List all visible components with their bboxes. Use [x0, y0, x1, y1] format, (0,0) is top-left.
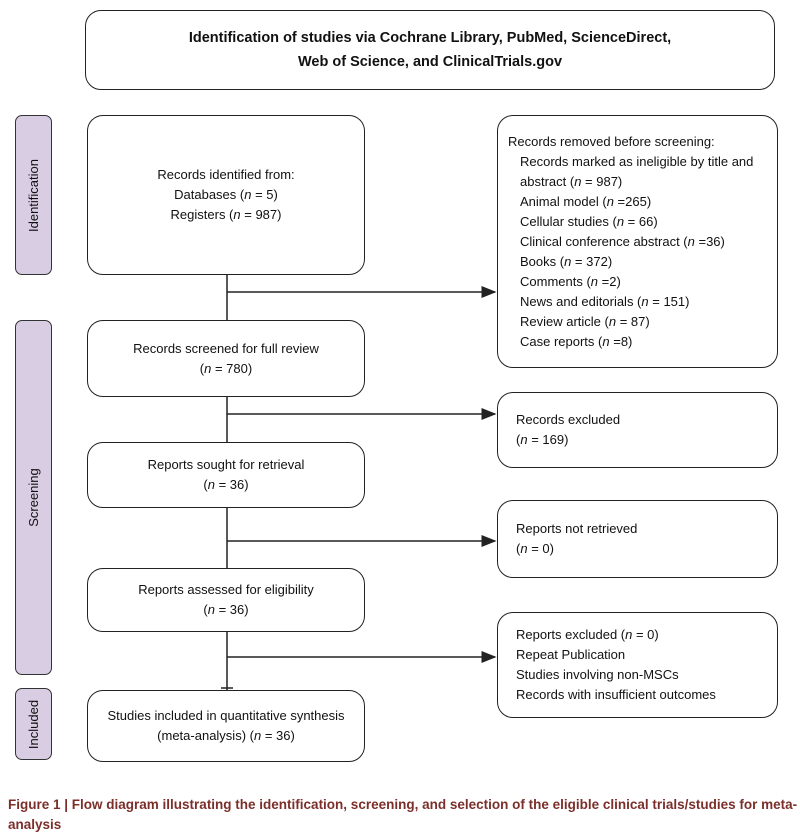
box-text: Studies involving non-MSCs: [516, 667, 679, 682]
figure-caption: Figure 1 | Flow diagram illustrating the…: [8, 797, 798, 832]
records-excluded-box: Records excluded (n = 169): [497, 392, 778, 468]
removed-item: Case reports (n =8): [520, 333, 633, 349]
box-text: (n = 36): [203, 477, 249, 492]
reports-assessed-box: Reports assessed for eligibility (n = 36…: [87, 568, 365, 632]
removed-item: Animal model (n =265): [520, 193, 652, 209]
phase-label: Screening: [26, 468, 42, 527]
phase-included: Included: [15, 688, 52, 760]
studies-included-box: Studies included in quantitative synthes…: [87, 690, 365, 762]
removed-item: News and editorials (n = 151): [520, 293, 690, 309]
phase-label: Included: [26, 699, 41, 749]
box-text: Reports not retrieved: [516, 521, 638, 536]
records-screened-box: Records screened for full review (n = 78…: [87, 320, 365, 397]
removed-item: Review article (n = 87): [520, 313, 650, 329]
box-text: Registers (n = 987): [170, 207, 282, 222]
records-removed-box: Records removed before screening: Record…: [497, 115, 778, 368]
phase-identification: Identification: [15, 115, 52, 275]
box-text: Reports assessed for eligibility: [138, 582, 314, 597]
removed-item: Comments (n =2): [520, 273, 621, 289]
box-text: Reports excluded (n = 0): [516, 627, 659, 642]
box-text: (n = 0): [516, 541, 554, 556]
box-text: (n = 169): [516, 432, 569, 447]
box-text: (meta-analysis) (n = 36): [157, 728, 295, 743]
box-text: Reports sought for retrieval: [147, 457, 305, 472]
reports-sought-box: Reports sought for retrieval (n = 36): [87, 442, 365, 508]
box-text: Records identified from:: [157, 167, 295, 182]
box-text: Records with insufficient outcomes: [516, 687, 716, 702]
removed-item: Clinical conference abstract (n =36): [520, 233, 725, 249]
removed-item: abstract (n = 987): [520, 173, 623, 189]
reports-not-retrieved-box: Reports not retrieved (n = 0): [497, 500, 778, 578]
phase-screening: Screening: [15, 320, 52, 675]
box-text: Studies included in quantitative synthes…: [107, 708, 345, 723]
box-text: Records screened for full review: [133, 340, 319, 356]
reports-excluded-box: Reports excluded (n = 0) Repeat Publicat…: [497, 612, 778, 718]
box-text: Records excluded: [516, 412, 621, 427]
box-text: (n = 36): [203, 602, 249, 617]
source-header-box: Identification of studies via Cochrane L…: [85, 10, 775, 90]
box-text: Databases (n = 5): [174, 187, 278, 202]
removed-item: Records marked as ineligible by title an…: [520, 153, 754, 169]
header-line1: Identification of studies via Cochrane L…: [188, 30, 672, 46]
removed-item: Cellular studies (n = 66): [520, 213, 658, 229]
phase-label: Identification: [26, 158, 41, 232]
box-text: Records removed before screening:: [508, 133, 715, 149]
header-line2: Web of Science, and ClinicalTrials.gov: [297, 54, 563, 70]
removed-item: Books (n = 372): [520, 253, 613, 269]
records-identified-box: Records identified from: Databases (n = …: [87, 115, 365, 275]
box-text: Repeat Publication: [516, 647, 626, 662]
box-text: (n = 780): [199, 360, 253, 376]
